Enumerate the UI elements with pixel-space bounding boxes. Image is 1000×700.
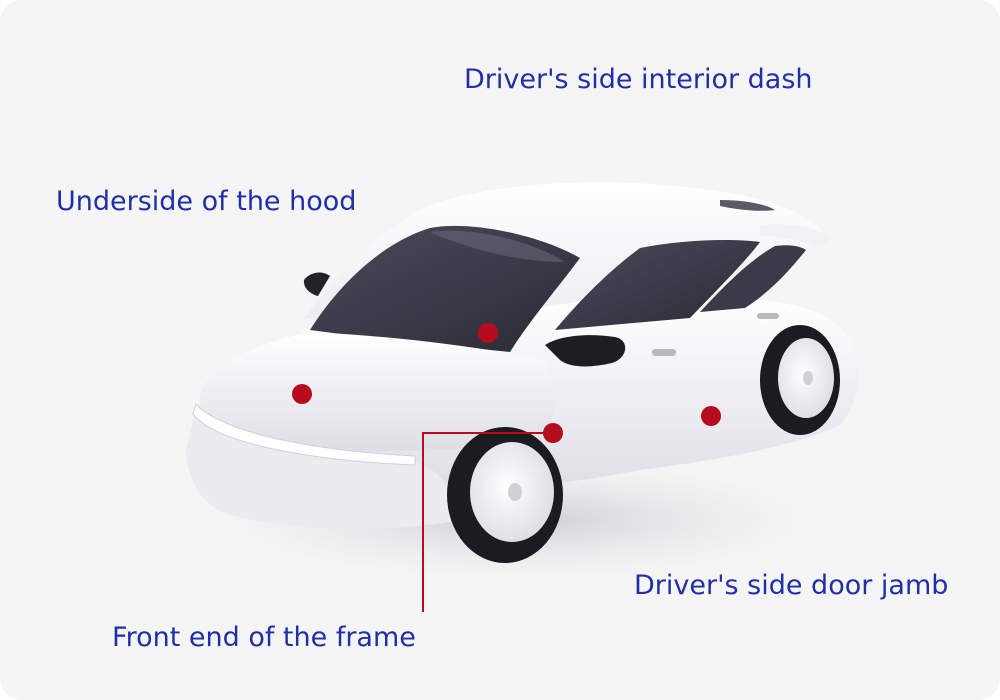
side-mirror: [545, 335, 626, 367]
front-wheel: [447, 427, 563, 563]
label-drivers-side-door-jamb: Driver's side door jamb: [634, 570, 949, 601]
dash-marker: [478, 323, 498, 343]
label-drivers-side-interior-dash: Driver's side interior dash: [464, 64, 813, 95]
door-handle-rear: [757, 313, 779, 319]
side-window-rear: [700, 245, 806, 312]
front-light-bar: [192, 403, 416, 466]
rear-spoiler: [760, 224, 830, 248]
hood-marker: [292, 384, 312, 404]
windshield-reflection: [430, 230, 565, 262]
frame-marker: [543, 423, 563, 443]
door-jamb-marker: [701, 406, 721, 426]
windshield: [310, 225, 580, 352]
far-side-mirror: [303, 272, 330, 296]
label-underside-of-hood: Underside of the hood: [56, 186, 357, 217]
side-window-front: [555, 240, 760, 330]
front-bumper: [186, 408, 460, 530]
label-front-end-of-frame: Front end of the frame: [112, 622, 416, 653]
sunroof: [720, 200, 775, 211]
rear-wheel: [760, 325, 840, 435]
car-hood: [200, 332, 555, 452]
frame-leader-line: [422, 432, 551, 612]
door-handle-front: [652, 349, 676, 356]
